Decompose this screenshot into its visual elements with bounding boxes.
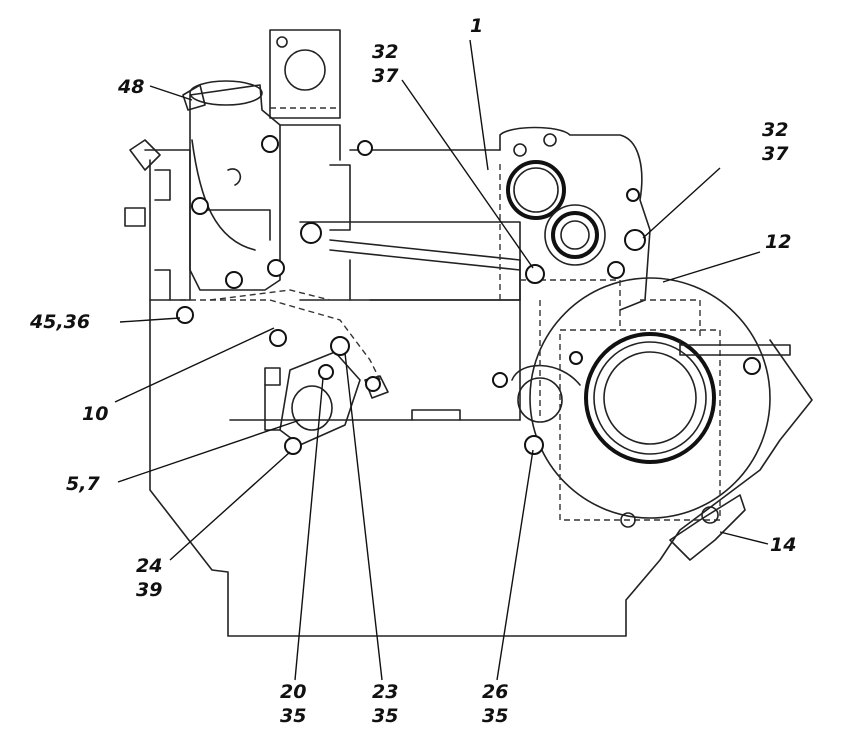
callout-35-b: 35 [372,705,398,727]
callout-35-c: 35 [482,705,508,727]
leader-lines [114,39,769,681]
callout-32-right: 32 [762,119,788,141]
callout-labels: 1 32 37 32 37 48 12 45,36 10 5,7 14 24 3… [29,15,796,727]
callout-32-left: 32 [372,41,398,63]
callout-45-36: 45,36 [29,311,90,333]
callout-39: 39 [136,579,162,601]
engine-block-outline [149,149,813,637]
callout-37-right: 37 [762,143,789,165]
callout-12: 12 [765,231,791,253]
callout-14: 14 [770,534,796,556]
callout-20: 20 [280,681,306,703]
callout-5-7: 5,7 [66,473,100,495]
callout-35-a: 35 [280,705,306,727]
upper-bracket [269,29,341,161]
callout-37-left: 37 [372,65,399,87]
hidden-lines [209,160,701,340]
callout-10: 10 [82,403,108,425]
callout-1: 1 [470,15,483,37]
timing-cover [511,277,791,561]
callout-26: 26 [482,681,508,703]
callout-24: 24 [136,555,162,577]
callout-48: 48 [117,76,144,98]
thermostat-housing [182,80,281,291]
side-sensor [124,139,191,301]
water-pump-housing [499,126,651,311]
callout-23: 23 [372,681,398,703]
bolts [176,135,761,455]
